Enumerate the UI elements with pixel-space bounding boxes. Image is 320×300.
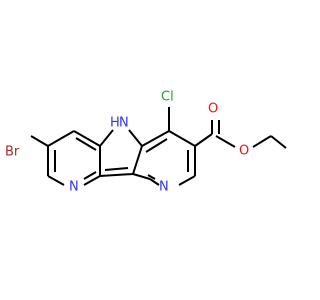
bond bbox=[168, 130, 196, 147]
bond bbox=[47, 130, 75, 147]
bond bbox=[104, 167, 129, 171]
bond bbox=[252, 135, 272, 148]
bond bbox=[75, 137, 97, 151]
nh-hydrogen-label: H bbox=[110, 116, 120, 131]
bond bbox=[99, 173, 134, 177]
ester-oxygen-label: O bbox=[239, 144, 249, 159]
bond bbox=[145, 138, 168, 153]
structure-canvas: Br N H N Cl N O O bbox=[5, 89, 287, 195]
chlorine-atom-label: Cl bbox=[161, 90, 174, 105]
bond bbox=[128, 129, 143, 147]
nitrogen-atom-label: N bbox=[69, 180, 79, 195]
bond bbox=[149, 178, 160, 186]
bond bbox=[132, 145, 143, 175]
atom-label-layer: Br N H N Cl N O O bbox=[5, 90, 249, 195]
bond bbox=[132, 173, 151, 180]
bond bbox=[83, 171, 97, 180]
bond bbox=[178, 175, 196, 186]
bond bbox=[270, 135, 287, 149]
bond bbox=[30, 135, 49, 147]
bond bbox=[194, 133, 213, 147]
bond bbox=[99, 129, 114, 147]
bond bbox=[83, 175, 101, 186]
bond bbox=[141, 130, 170, 147]
bromine-atom-label: Br bbox=[5, 145, 20, 160]
nh-nitrogen-label: N bbox=[119, 116, 129, 131]
bond bbox=[147, 174, 156, 180]
carbonyl-oxygen-label: O bbox=[208, 102, 218, 117]
bond bbox=[215, 135, 236, 148]
bond-layer bbox=[30, 107, 287, 186]
nitrogen-atom-label: N bbox=[159, 180, 169, 195]
molecule-drawing: Br N H N Cl N O O bbox=[5, 89, 287, 195]
bond bbox=[47, 175, 65, 186]
bond bbox=[73, 130, 101, 147]
